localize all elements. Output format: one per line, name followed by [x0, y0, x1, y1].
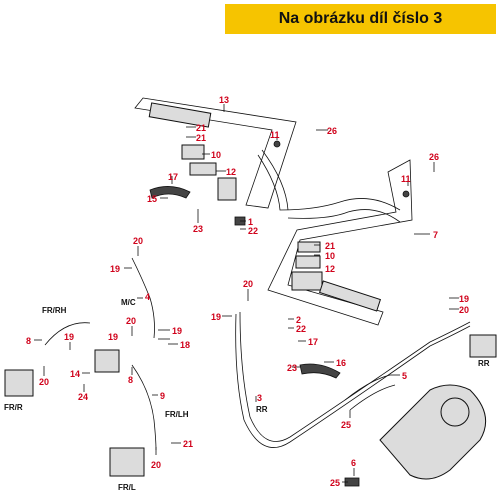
callout-14: 14: [70, 369, 80, 379]
callout-19: 19: [459, 294, 469, 304]
clamp-5: [344, 374, 396, 411]
callout-8: 8: [26, 336, 31, 346]
bar-end-11-right: [402, 190, 410, 198]
bar-end-11-left: [273, 140, 281, 148]
callout-23: 23: [287, 363, 297, 373]
rear-caliper: [469, 334, 497, 358]
callout-26: 26: [327, 126, 337, 136]
callout-20: 20: [126, 316, 136, 326]
callout-5: 5: [402, 371, 407, 381]
callout-19: 19: [172, 326, 182, 336]
callout-23: 23: [193, 224, 203, 234]
callout-20: 20: [459, 305, 469, 315]
callout-25: 25: [341, 420, 351, 430]
callout-6: 6: [351, 458, 356, 468]
callout-20: 20: [133, 236, 143, 246]
front-right-caliper: [4, 369, 34, 397]
callout-15: 15: [147, 194, 157, 204]
left-plate-12: [189, 162, 217, 176]
callout-10: 10: [211, 150, 221, 160]
front-left-mount-14: [94, 349, 120, 373]
left-brake-lever: [149, 186, 191, 199]
label-fr-rh: FR/RH: [42, 306, 67, 315]
callout-26: 26: [429, 152, 439, 162]
callout-17: 17: [168, 172, 178, 182]
callout-19: 19: [108, 332, 118, 342]
right-reservoir-cap: [318, 280, 382, 312]
callout-21: 21: [325, 241, 335, 251]
callout-18: 18: [180, 340, 190, 350]
right-diaphragm-21: [297, 241, 321, 253]
leader-lines: [34, 104, 459, 483]
right-master-cylinder-body: [291, 271, 323, 291]
callout-17: 17: [308, 337, 318, 347]
part-number-banner: Na obrázku díl číslo 3: [225, 4, 496, 34]
callout-21: 21: [196, 123, 206, 133]
callout-20: 20: [151, 460, 161, 470]
callout-11: 11: [270, 130, 280, 140]
callout-22: 22: [248, 226, 258, 236]
callout-12: 12: [226, 167, 236, 177]
callout-19: 19: [110, 264, 120, 274]
callout-13: 13: [219, 95, 229, 105]
callout-19: 19: [64, 332, 74, 342]
label-fr-lh: FR/LH: [165, 410, 189, 419]
label-rr-hose: RR: [256, 405, 268, 414]
callout-2: 2: [296, 315, 301, 325]
callout-4: 4: [145, 292, 150, 302]
callout-19: 19: [211, 312, 221, 322]
callout-20: 20: [243, 279, 253, 289]
swing-arm-bracket: [379, 384, 487, 480]
swing-arm-hub: [440, 397, 470, 427]
callout-9: 9: [160, 391, 165, 401]
left-diaphragm-10: [181, 144, 205, 160]
callout-25: 25: [330, 478, 340, 488]
front-brake-hose-4: [131, 257, 155, 339]
label-rr-caliper: RR: [478, 359, 490, 368]
callout-16: 16: [336, 358, 346, 368]
label-mc: M/C: [121, 298, 136, 307]
callout-8: 8: [128, 375, 133, 385]
callout-12: 12: [325, 264, 335, 274]
left-reservoir-cap: [148, 102, 212, 128]
front-left-caliper: [109, 447, 145, 477]
callout-20: 20: [39, 377, 49, 387]
left-master-cylinder-body: [217, 177, 237, 201]
handlebar: [257, 149, 401, 223]
rear-brake-lever: [299, 363, 341, 379]
rear-brake-hose-3-inner: [235, 313, 471, 448]
label-fr-r: FR/R: [4, 403, 23, 412]
callout-24: 24: [78, 392, 88, 402]
callout-3: 3: [257, 393, 262, 403]
callout-11: 11: [401, 174, 411, 184]
callout-21: 21: [183, 439, 193, 449]
front-right-hose-8: [44, 322, 91, 346]
rear-brake-hose-3: [239, 311, 471, 442]
callout-10: 10: [325, 251, 335, 261]
left-master-cylinder-frame: [134, 97, 297, 209]
callout-7: 7: [433, 230, 438, 240]
right-plate-12: [295, 255, 321, 269]
front-brake-hose-9: [131, 364, 157, 451]
callout-22: 22: [296, 324, 306, 334]
callout-1: 1: [248, 217, 253, 227]
label-fr-l: FR/L: [118, 483, 136, 492]
right-master-cylinder-frame: [267, 159, 413, 326]
callout-21: 21: [196, 133, 206, 143]
